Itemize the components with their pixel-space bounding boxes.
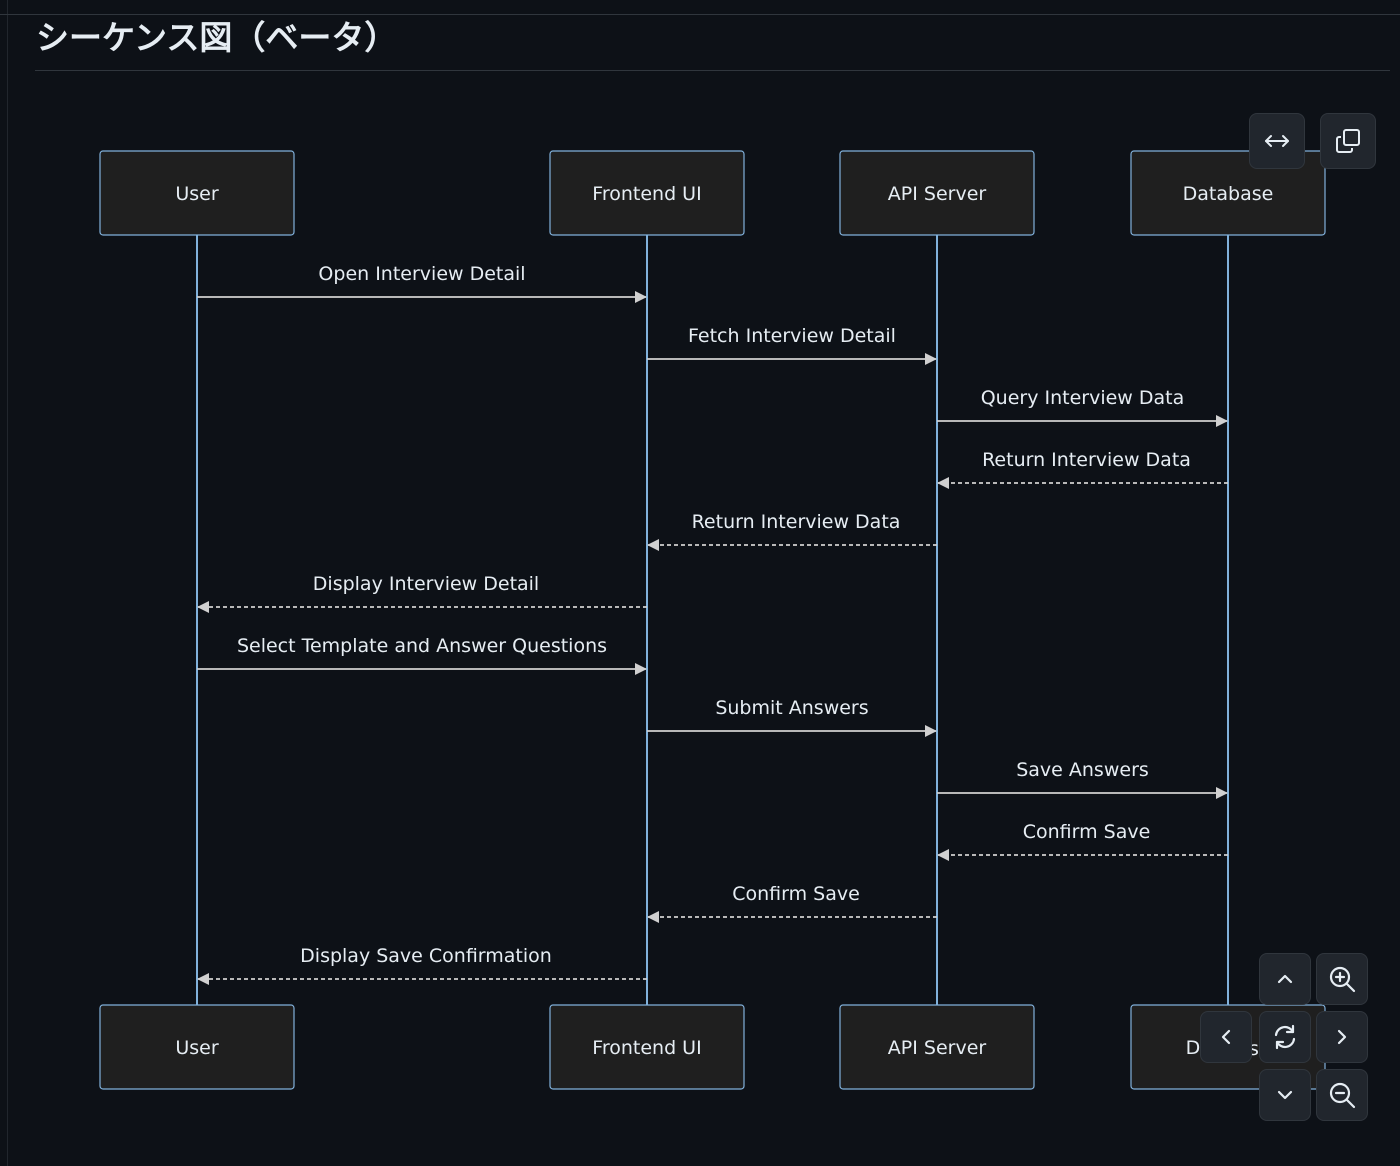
zoom-out-button[interactable] xyxy=(1316,1069,1368,1121)
message-label: Query Interview Data xyxy=(981,387,1185,409)
participant-box-db-top xyxy=(1130,150,1326,236)
message-label: Save Answers xyxy=(1016,759,1149,781)
participant-label-api-bottom: API Server xyxy=(888,1037,987,1059)
pan-up-button[interactable] xyxy=(1259,953,1311,1005)
left-divider xyxy=(7,0,8,1166)
zoom-out-icon xyxy=(1329,1082,1356,1109)
message-label: Confirm Save xyxy=(1023,821,1151,843)
pan-right-button[interactable] xyxy=(1316,1011,1368,1063)
participant-label-db-bottom: D xyxy=(1186,1037,1201,1059)
reset-view-button[interactable] xyxy=(1259,1011,1311,1063)
participant-label-frontend-top: Frontend UI xyxy=(592,183,701,205)
title-divider xyxy=(35,70,1390,71)
message-label: Open Interview Detail xyxy=(318,263,525,285)
copy-icon xyxy=(1336,129,1360,153)
chevron-down-icon xyxy=(1277,1090,1293,1100)
participant-box-frontend-top xyxy=(549,150,745,236)
participant-label-api-top: API Server xyxy=(888,183,987,205)
chevron-left-icon xyxy=(1221,1029,1231,1045)
pan-down-button[interactable] xyxy=(1259,1069,1311,1121)
zoom-in-button[interactable] xyxy=(1316,953,1368,1005)
occluded-label-fragment: s xyxy=(1249,1038,1259,1060)
message-label: Return Interview Data xyxy=(982,449,1191,471)
arrows-horizontal-icon xyxy=(1265,135,1289,147)
chevron-up-icon xyxy=(1277,974,1293,984)
expand-button[interactable] xyxy=(1249,113,1305,169)
refresh-icon xyxy=(1274,1024,1296,1050)
participant-label-db-top: Database xyxy=(1183,183,1274,205)
message-label: Fetch Interview Detail xyxy=(688,325,896,347)
participant-box-frontend-bottom xyxy=(549,1004,745,1090)
participant-label-user-bottom: User xyxy=(175,1037,218,1059)
participant-box-api-top xyxy=(839,150,1035,236)
participant-label-user-top: User xyxy=(175,183,218,205)
zoom-in-icon xyxy=(1329,966,1356,993)
message-label: Display Save Confirmation xyxy=(300,945,552,967)
copy-button[interactable] xyxy=(1320,113,1376,169)
message-label: Confirm Save xyxy=(732,883,860,905)
top-divider xyxy=(0,14,1400,15)
participant-label-frontend-bottom: Frontend UI xyxy=(592,1037,701,1059)
participant-box-user-top xyxy=(99,150,295,236)
chevron-right-icon xyxy=(1337,1029,1347,1045)
message-label: Select Template and Answer Questions xyxy=(237,635,607,657)
message-label: Return Interview Data xyxy=(692,511,901,533)
message-label: Display Interview Detail xyxy=(313,573,539,595)
participant-box-user-bottom xyxy=(99,1004,295,1090)
pan-left-button[interactable] xyxy=(1200,1011,1252,1063)
message-label: Submit Answers xyxy=(715,697,868,719)
page-title: シーケンス図（ベータ） xyxy=(36,18,398,57)
participant-box-api-bottom xyxy=(839,1004,1035,1090)
